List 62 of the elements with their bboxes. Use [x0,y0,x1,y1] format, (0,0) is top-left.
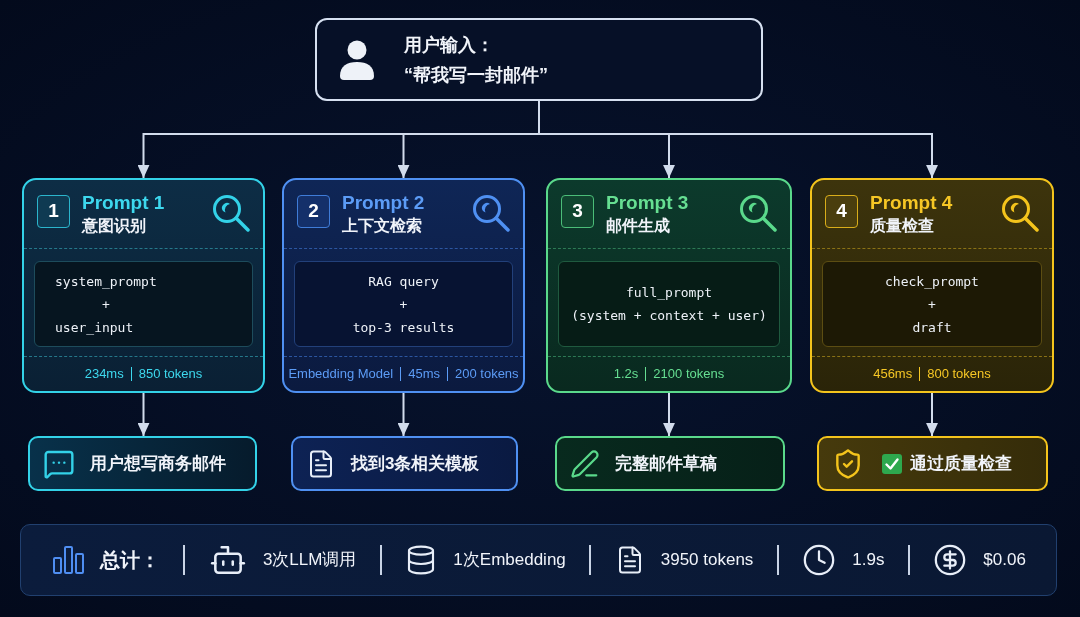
summary-stat: 1次Embedding [453,549,566,572]
stat-text: 200 tokens [455,365,519,384]
code-line: top-3 results [352,318,455,337]
result-text: 找到3条相关模板 [351,452,480,475]
code-panel [34,261,253,347]
stat-text: 800 tokens [927,365,991,384]
stat-text: 234ms [84,365,124,384]
input-label: 用户输入： [404,33,495,57]
code-panel [294,261,513,347]
stat-text: 45ms [408,365,440,384]
result-box [291,436,518,491]
prompt-title: Prompt 3 [606,191,690,215]
prompt-card [22,178,265,393]
stat-text: 850 tokens [138,365,203,384]
step-number: 1 [37,195,70,228]
result-text: 完整邮件草稿 [615,452,717,475]
result-box [817,436,1048,491]
code-line: + [101,295,110,314]
input-box [315,18,763,101]
code-line: + [399,295,408,314]
code-line: check_prompt [885,272,979,291]
summary-label: 总计： [100,548,160,573]
result-text: 通过质量检查 [910,452,1012,475]
stat-text: 456ms [873,365,913,384]
prompt-title: Prompt 1 [82,191,166,215]
stat-text: 1.2s [613,365,639,384]
summary-stat: 3950 tokens [660,549,754,572]
prompt-card [282,178,525,393]
code-line: (system + context + user) [571,307,767,325]
summary-stat: $0.06 [983,549,1026,572]
result-box [555,436,785,491]
code-line: RAG query [368,272,439,291]
code-line: system_prompt [55,272,157,291]
code-panel [822,261,1042,347]
prompt-title: Prompt 2 [342,191,426,215]
result-text: 用户想写商务邮件 [90,452,226,475]
step-number: 2 [297,195,330,228]
step-number: 4 [825,195,858,228]
stat-text: 2100 tokens [653,365,725,384]
prompt-subtitle: 质量检查 [870,216,935,236]
arrow [663,392,675,437]
summary-stat: 3次LLM调用 [262,549,357,572]
code-line: draft [912,318,952,337]
arrow [926,392,938,437]
code-line: user_input [55,318,134,337]
prompt-card [546,178,792,393]
input-text: “帮我写一封邮件” [404,63,548,87]
summary-bar [20,524,1057,596]
stat-text: Embedding Model [288,365,394,384]
summary-stat: 1.9s [852,549,885,572]
arrow [137,392,150,437]
prompt-title: Prompt 4 [870,191,954,215]
prompt-subtitle: 邮件生成 [606,216,671,236]
code-line: + [928,295,936,314]
prompt-subtitle: 意图识别 [82,216,147,236]
step-number: 3 [561,195,594,228]
prompt-subtitle: 上下文检索 [342,216,423,236]
prompt-card [810,178,1054,393]
code-line: full_prompt [625,284,713,302]
arrow [397,392,410,437]
code-panel [558,261,780,347]
result-box [28,436,257,491]
